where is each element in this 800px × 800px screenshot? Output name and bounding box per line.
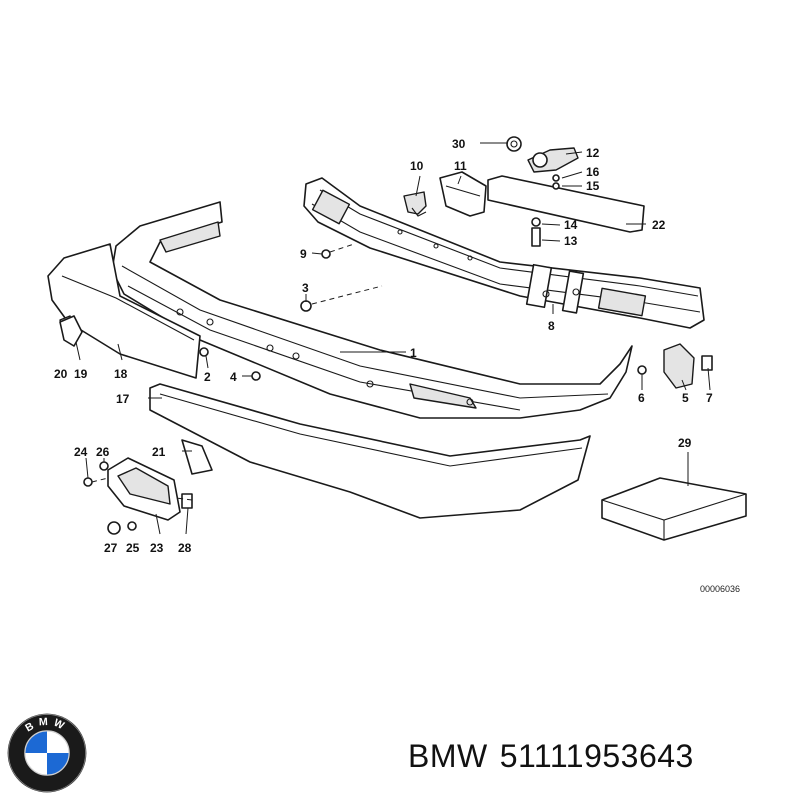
bumper-cover [111,201,633,419]
callout-20: 20 [54,367,68,381]
callout-26: 26 [96,445,110,459]
callout-29: 29 [678,436,692,450]
callout-30: 30 [452,137,466,151]
leader-lines [75,142,711,535]
callout-21: 21 [152,445,166,459]
mounting-bracket [403,171,487,217]
callout-13: 13 [564,234,578,248]
trim-strip [149,383,591,519]
brand-name: BMW [408,738,488,774]
callout-2: 2 [204,370,211,384]
part-number: 51111953643 [499,738,694,774]
callout-5: 5 [682,391,689,405]
bumper-carrier-beam [303,177,705,329]
callout-9: 9 [300,247,307,261]
callout-labels: 1 2 3 4 5 6 7 8 9 10 11 12 13 14 15 16 1… [54,137,740,594]
callout-6: 6 [638,391,645,405]
callout-8: 8 [548,319,555,333]
clip [59,315,83,347]
product-caption: BMW 51111953643 [408,738,706,775]
reinforcement-strip [487,175,645,233]
callout-22: 22 [652,218,666,232]
callout-10: 10 [410,159,424,173]
callout-16: 16 [586,165,600,179]
callout-24: 24 [74,445,88,459]
callout-7: 7 [706,391,713,405]
callout-27: 27 [104,541,118,555]
fixing-hardware [251,136,579,381]
callout-3: 3 [302,281,309,295]
callout-11: 11 [454,159,467,173]
callout-1: 1 [410,346,417,360]
parts-box [601,477,747,541]
callout-4: 4 [230,370,237,384]
callout-12: 12 [586,146,600,160]
callout-18: 18 [114,367,128,381]
callout-25: 25 [126,541,140,555]
side-bracket [637,343,713,389]
callout-19: 19 [74,367,88,381]
grille-insert [83,347,213,535]
callout-15: 15 [586,179,600,193]
callout-14: 14 [564,218,578,232]
diagram-ref-code: 00006036 [700,584,740,594]
bmw-roundel-icon: BMW [7,713,87,793]
callout-28: 28 [178,541,192,555]
callout-23: 23 [150,541,164,555]
callout-17: 17 [116,392,130,406]
